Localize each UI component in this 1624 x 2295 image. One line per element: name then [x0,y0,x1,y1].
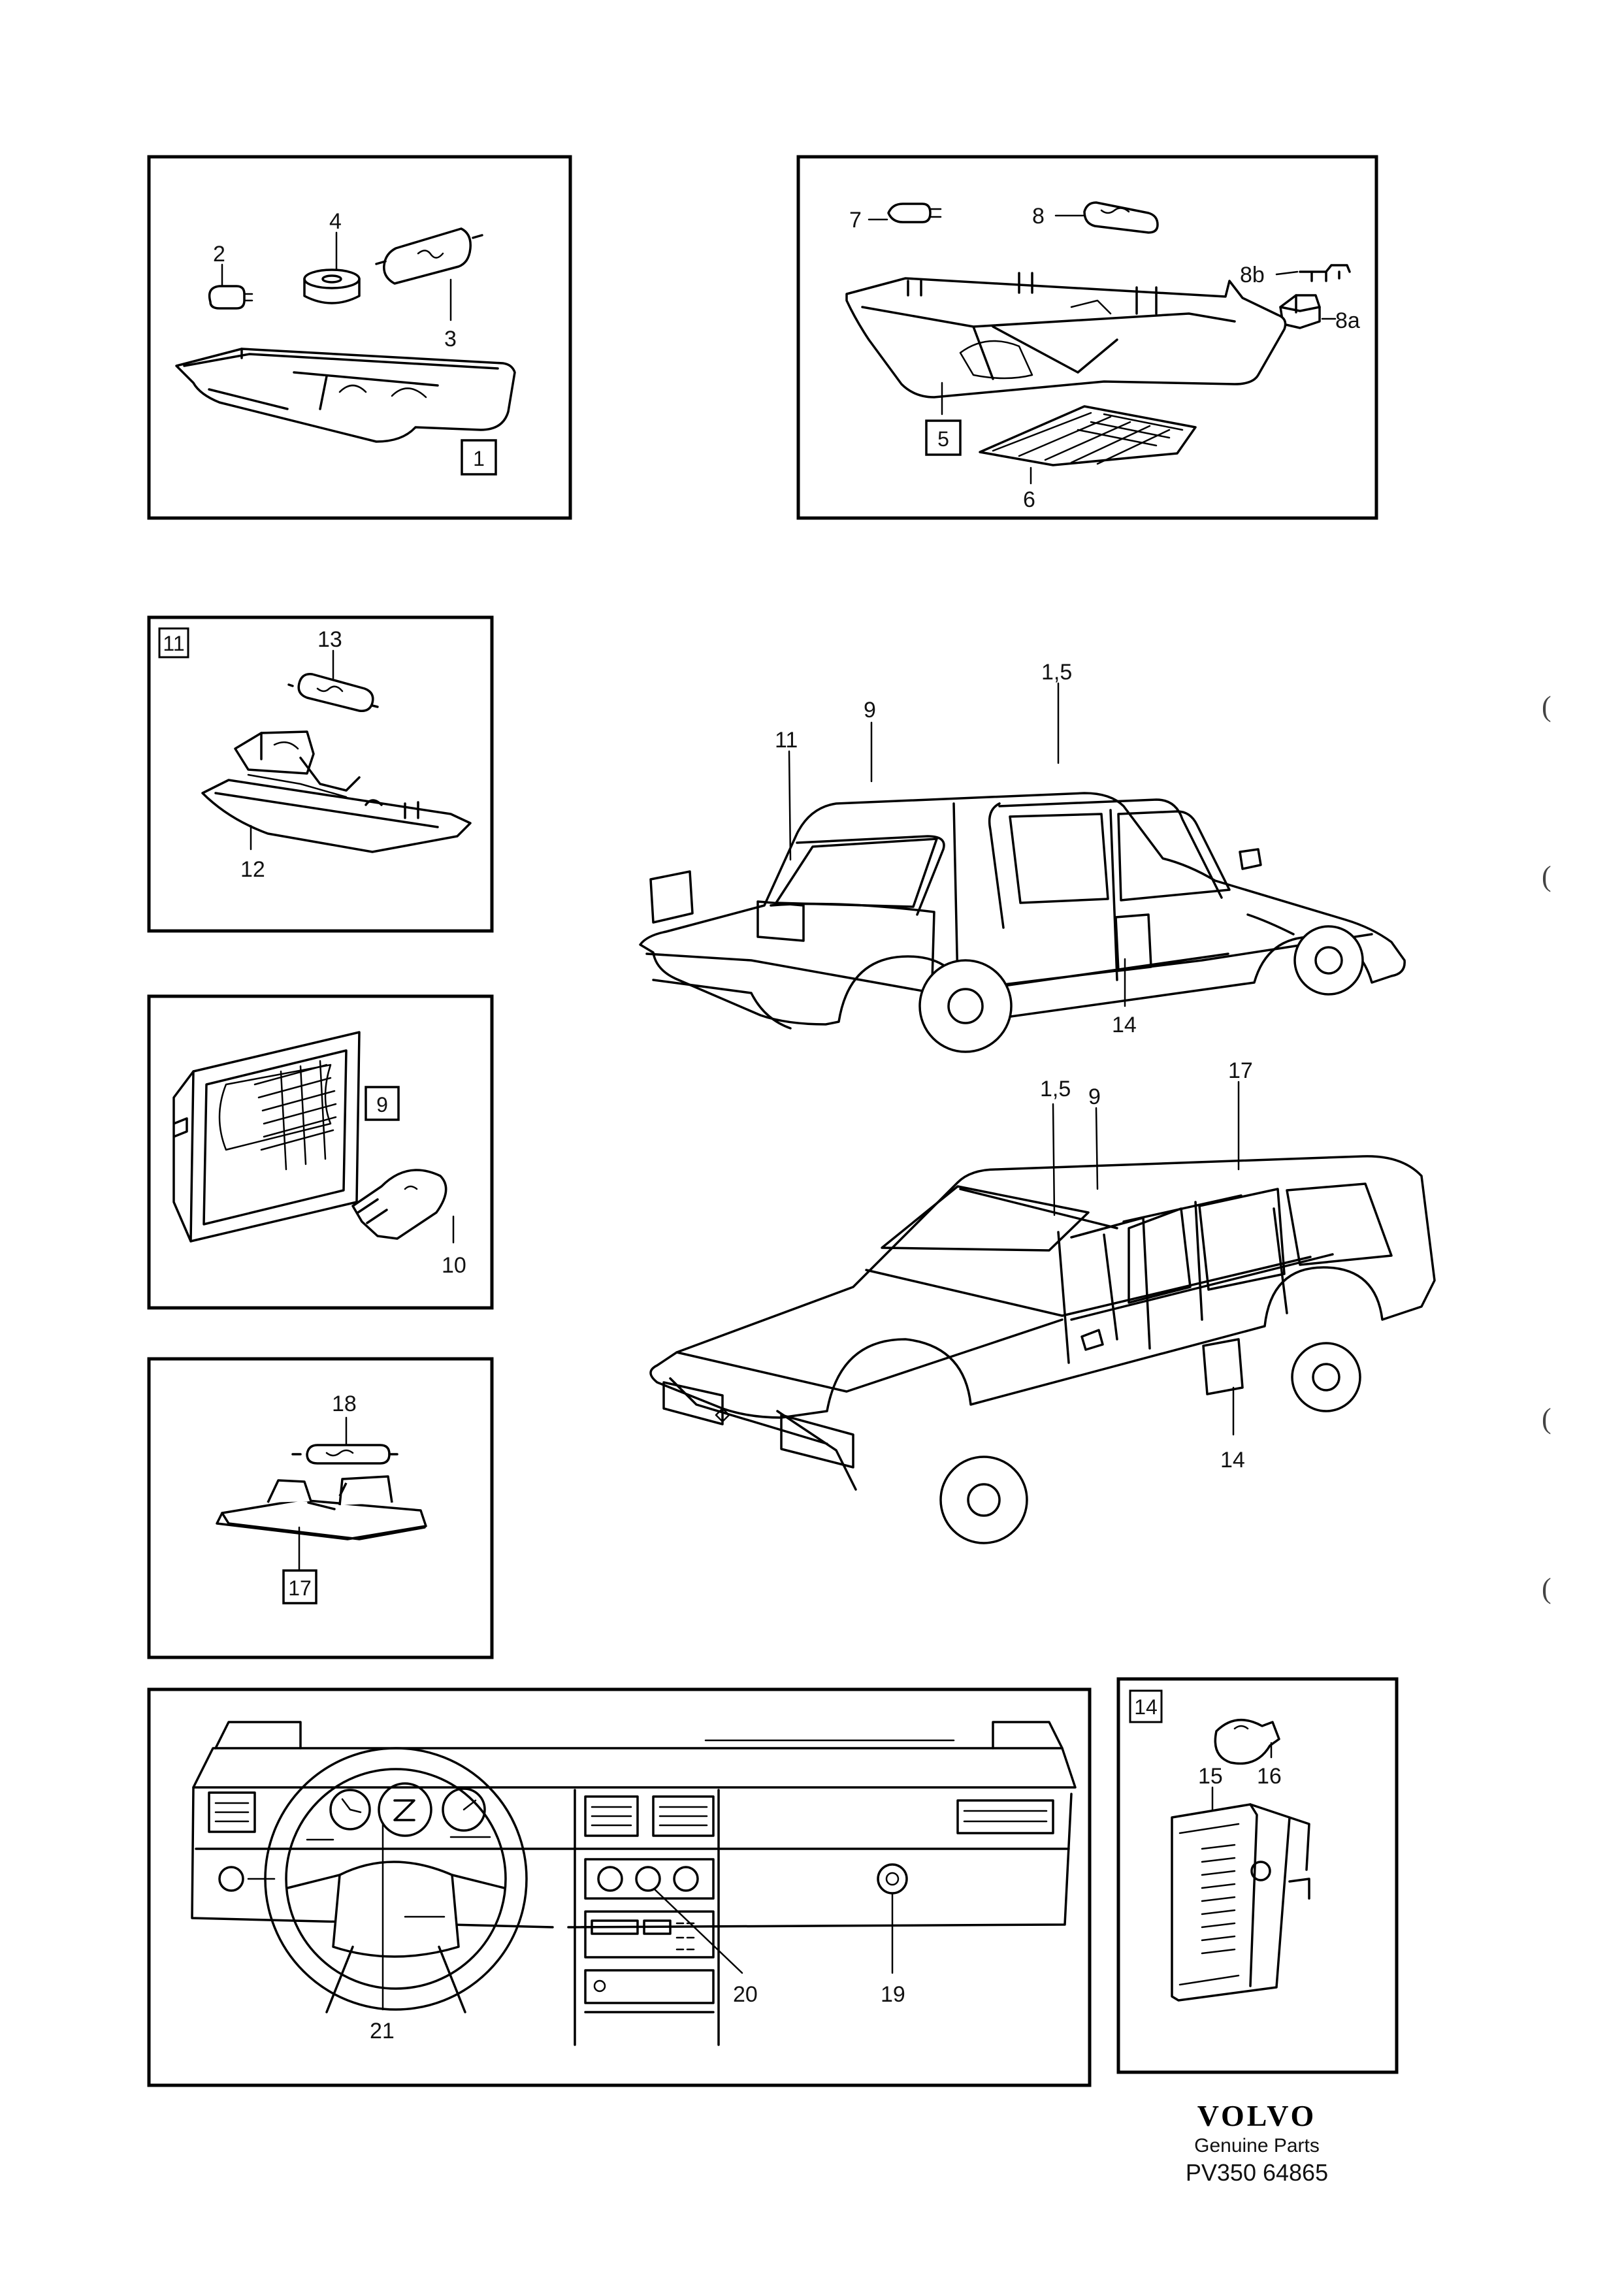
panel-glovebox-lamp-9: 9 10 [147,994,494,1310]
panel-courtesy-lamp-11: 11 13 12 [147,615,494,933]
bulb-16-icon [1214,1718,1280,1765]
switch-8a-icon [1279,294,1321,329]
callout-8b: 8b [1240,263,1265,287]
festoon-bulb-3-icon [375,227,483,285]
overhead-console-housing [845,272,1287,399]
callout-16: 16 [1257,1764,1282,1789]
cargo-lamp-housing [216,1475,427,1540]
footer-branding: VOLVO Genuine Parts PV350 64865 [1186,2099,1328,2186]
dome-lamp-housing [175,348,516,443]
callout-7: 7 [849,208,862,233]
tagline: Genuine Parts [1194,2135,1320,2157]
margin-mark: ( [1542,691,1551,723]
callout-3: 3 [444,327,457,351]
callout-6: 6 [1023,487,1035,512]
callout-8a: 8a [1335,308,1360,333]
festoon-bulb-18-icon [291,1444,398,1465]
wagon-car-illustration: 1,5 9 17 14 [649,1058,1436,1544]
dash-callout-20: 20 [733,1982,758,2007]
sedan-car-illustration: 11 9 1,5 14 [639,660,1406,1053]
panel-dome-light-1: 2 4 3 1 [147,155,572,520]
sedan-callout-14: 14 [1112,1013,1137,1037]
panel-door-lamp-14: 14 16 15 [1116,1677,1399,2074]
box-label-5: 5 [937,427,949,451]
clip-8b-icon [1299,264,1351,282]
margin-marks: ( ( ( ( [1542,691,1551,1604]
wagon-callout-9: 9 [1088,1084,1101,1109]
wagon-callout-17: 17 [1228,1058,1253,1083]
box-label-17: 17 [288,1576,312,1600]
callout-15: 15 [1198,1764,1223,1789]
callout-12: 12 [240,857,265,882]
sedan-callout-11: 11 [775,728,798,753]
glovebox-lamp-housing [172,1031,361,1243]
sedan-callout-15: 1,5 [1041,660,1072,685]
wagon-callout-15: 1,5 [1040,1077,1071,1101]
panel-overhead-console-5: 7 8 8b 8a 5 [796,155,1378,520]
callout-2: 2 [213,242,225,267]
callout-18: 18 [332,1392,357,1416]
box-label-11: 11 [163,632,184,655]
margin-mark: ( [1542,860,1551,892]
box-label-14: 14 [1134,1695,1158,1719]
sedan-callout-9: 9 [864,698,876,723]
panel-dashboard: 19 20 21 [147,1687,1092,2087]
callout-8: 8 [1032,204,1045,229]
bulb-10-icon [351,1169,447,1240]
festoon-bulb-13-icon [287,673,379,712]
festoon-bulb-8-icon [1083,201,1159,234]
grommet-4-icon [303,269,361,304]
callout-4: 4 [329,209,342,234]
box-label-9: 9 [376,1093,388,1116]
margin-mark: ( [1542,1572,1551,1604]
courtesy-lamp-housing-12 [201,730,472,853]
callout-10: 10 [442,1253,466,1278]
lens-6-icon [979,405,1197,466]
box-label-1: 1 [473,447,485,470]
callout-13: 13 [317,627,342,652]
bulb-2-icon [208,285,253,310]
bulb-7-icon [887,203,942,223]
brand-logo: VOLVO [1197,2099,1317,2132]
margin-mark: ( [1542,1403,1551,1435]
wagon-callout-14: 14 [1220,1448,1245,1473]
part-code: PV350 64865 [1186,2159,1328,2186]
door-lamp-housing [1171,1803,1310,2002]
dash-callout-19: 19 [881,1982,905,2007]
panel-cargo-lamp-17: 18 17 [147,1357,494,1659]
dash-callout-21: 21 [370,2019,395,2043]
